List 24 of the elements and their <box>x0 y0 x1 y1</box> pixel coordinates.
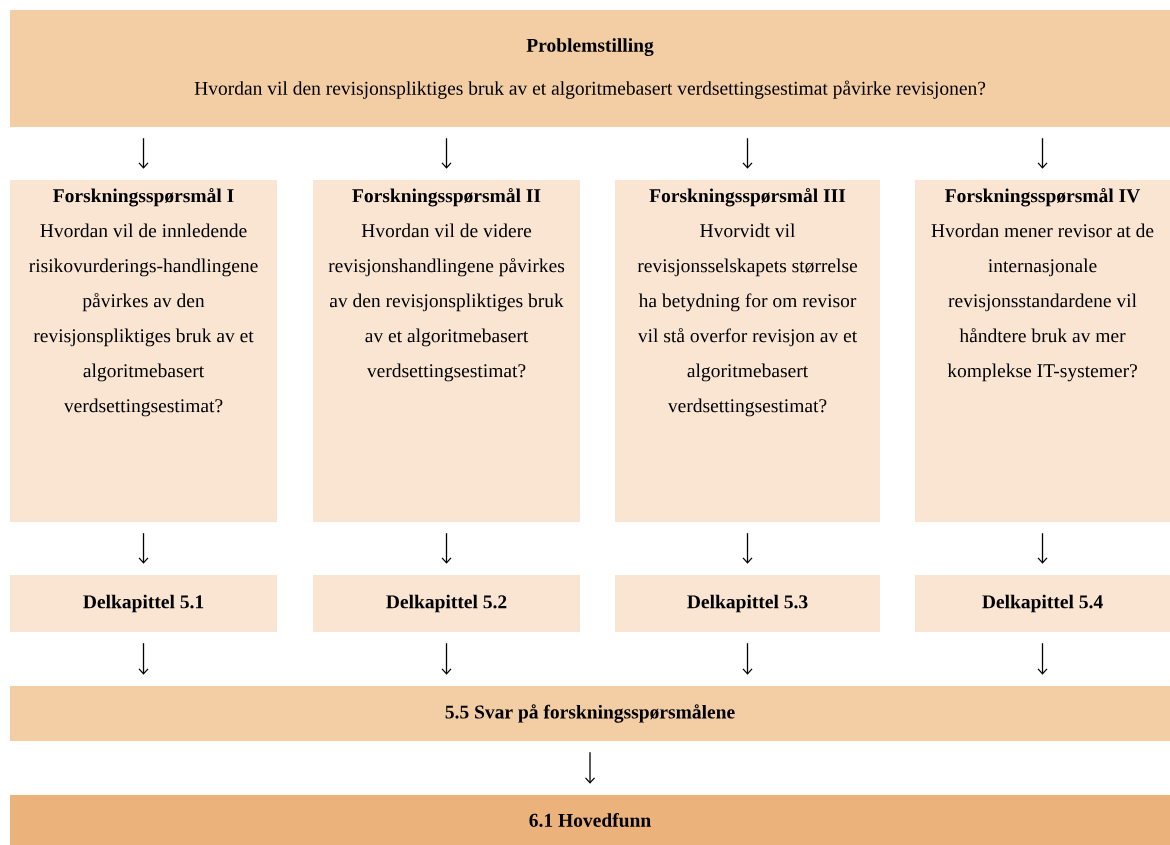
question-box: Forskningsspørsmål II Hvordan vil de videre revisjonshandlingene påvirkes av den revisjonspliktiges bruk av et algoritmebasert verdsettingsestimat? <box>313 180 580 522</box>
answer-box: 5.5 Svar på forskningsspørsmålene <box>10 686 1170 741</box>
arrow <box>138 137 149 169</box>
arrow <box>742 642 753 675</box>
arrow <box>441 642 452 675</box>
problem-box: Problemstilling Hvordan vil den revisjonspliktiges bruk av et algoritmebasert verdsettingsestimat påvirke revisjonen? <box>10 10 1170 127</box>
question-box: Forskningsspørsmål I Hvordan vil de innledende risikovurderings-handlingene påvirkes av den revisjonspliktiges bruk av et algoritmebasert verdsettingsestimat? <box>10 180 277 522</box>
arrow <box>138 642 149 675</box>
arrow <box>1037 642 1048 675</box>
question-box: Forskningsspørsmål III Hvorvidt vil revisjonsselskapets størrelse ha betydning for om revisor vil stå overfor revisjon av et algoritmebasert verdsettingsestimat? <box>615 180 880 522</box>
arrow <box>742 137 753 169</box>
findings-box: 6.1 Hovedfunn <box>10 795 1170 845</box>
arrow <box>1037 532 1048 564</box>
arrow <box>138 532 149 564</box>
arrow <box>441 532 452 564</box>
chapter-box: Delkapittel 5.4 <box>915 575 1170 632</box>
arrow <box>742 532 753 564</box>
question-box: Forskningsspørsmål IV Hvordan mener revisor at de internasjonale revisjonsstandardene vil håndtere bruk av mer komplekse IT-systemer? <box>915 180 1170 522</box>
chapter-box: Delkapittel 5.1 <box>10 575 277 632</box>
chapter-box: Delkapittel 5.3 <box>615 575 880 632</box>
chapter-box: Delkapittel 5.2 <box>313 575 580 632</box>
arrow <box>441 137 452 169</box>
arrow <box>584 751 596 784</box>
arrow <box>1037 137 1048 169</box>
